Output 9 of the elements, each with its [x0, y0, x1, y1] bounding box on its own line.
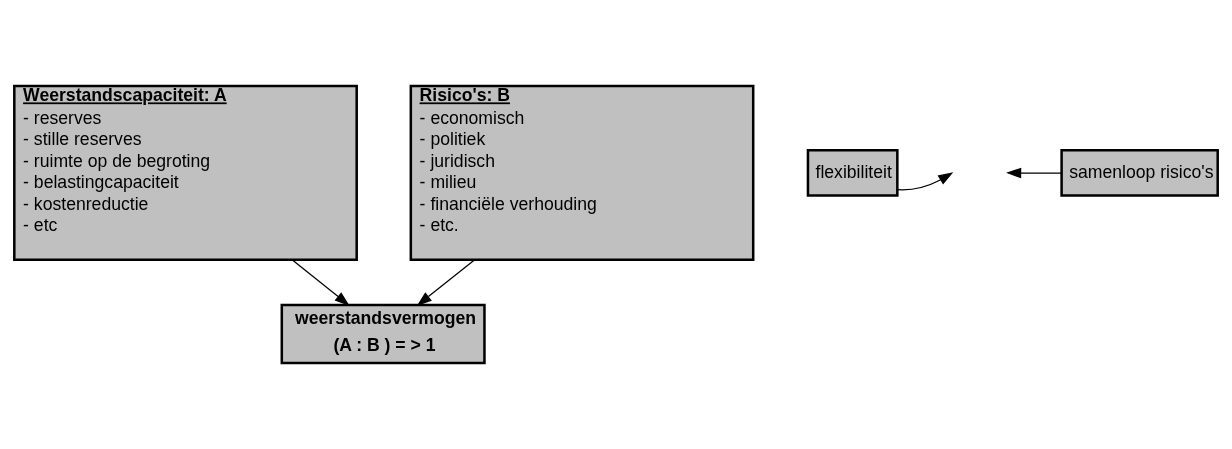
arrow — [291, 259, 350, 306]
arrow — [1006, 167, 1063, 179]
arrow — [416, 259, 476, 306]
node-box: samenloop risico's — [1060, 148, 1219, 197]
node-box: Weerstandscapaciteit: A - reserves - stille reserves - ruimte op de begroting - belastingcapaciteit - kostenreductie - etc — [13, 84, 358, 261]
node-box: flexibiliteit — [806, 148, 899, 197]
arrow — [897, 172, 954, 191]
node-box: weerstandsvermogen (A : B ) = > 1 — [280, 303, 486, 365]
node-box: Risico's: B - economisch - politiek - juridisch - milieu - financiële verhouding - etc. — [409, 84, 755, 261]
